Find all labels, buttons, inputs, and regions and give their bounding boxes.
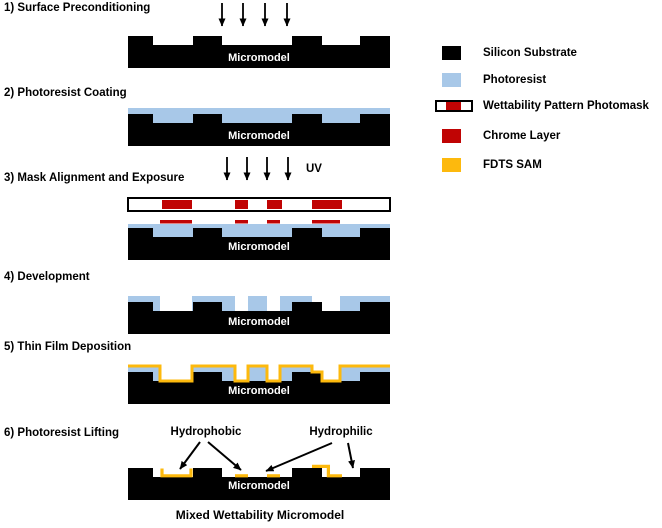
legend-label: Chrome Layer [483, 130, 561, 142]
fdts-sam-patch [160, 468, 193, 478]
step-1-title: 1) Surface Preconditioning [4, 2, 151, 14]
figure-caption: Mixed Wettability Micromodel [175, 508, 345, 522]
photoresist-segment [248, 366, 267, 381]
hydrophilic-label: Hydrophilic [309, 426, 373, 438]
hydrophilic-pointer-arrow [265, 442, 333, 472]
micromodel-label: Micromodel [228, 241, 290, 253]
step-3-title: 3) Mask Alignment and Exposure [4, 172, 185, 184]
hydrophobic-pointer-arrow [207, 441, 242, 471]
hydrophilic-pointer-arrow [347, 442, 355, 469]
micromodel-label: Micromodel [228, 52, 290, 64]
photoresist-layer [128, 224, 390, 239]
photoresist-swatch [442, 73, 461, 87]
step-2-title: 2) Photoresist Coating [4, 87, 127, 99]
legend-item-fdts-sam: FDTS SAM [435, 157, 542, 173]
step-6-photoresist-lifting [128, 441, 390, 500]
exposed-pattern-strip [160, 220, 192, 224]
micromodel-label: Micromodel [228, 480, 290, 492]
legend-label: Silicon Substrate [483, 47, 577, 59]
fdts-sam-coating [128, 364, 390, 383]
legend-item-chrome-layer: Chrome Layer [435, 128, 560, 144]
chrome-layer-swatch [442, 129, 461, 143]
step-4-title: 4) Development [4, 271, 90, 283]
photomask-chrome-block [235, 200, 248, 209]
silicon-substrate-swatch [442, 46, 461, 60]
uv-label: UV [306, 163, 322, 175]
step-3-mask-alignment-exposure [127, 157, 391, 260]
exposed-pattern-strip [235, 220, 248, 224]
legend-item-photoresist: Photoresist [435, 72, 546, 88]
fdts-sam-swatch [442, 158, 461, 172]
photomask-swatch [435, 100, 473, 112]
micromodel-label: Micromodel [228, 385, 290, 397]
step-1-surface-preconditioning [128, 3, 390, 68]
photomask-chrome-block [162, 200, 192, 209]
step-4-development [128, 296, 390, 334]
legend-item-silicon-substrate: Silicon Substrate [435, 45, 577, 61]
photomask-chrome-block [312, 200, 342, 209]
photoresist-segment [248, 296, 267, 311]
photomask-swatch-chrome [446, 102, 461, 110]
step-6-title: 6) Photoresist Lifting [4, 427, 119, 439]
legend-label: Wettability Pattern Photomask [483, 100, 649, 112]
step-5-title: 5) Thin Film Deposition [4, 341, 132, 353]
exposed-pattern-strip [267, 220, 280, 224]
legend-label: Photoresist [483, 74, 547, 86]
legend-item-photomask: Wettability Pattern Photomask [435, 98, 649, 114]
hydrophobic-label: Hydrophobic [170, 426, 242, 438]
micromodel-label: Micromodel [228, 130, 290, 142]
micromodel-label: Micromodel [228, 316, 290, 328]
photoresist-layer [128, 108, 390, 123]
exposed-pattern-strip [312, 220, 340, 224]
legend-label: FDTS SAM [483, 159, 542, 171]
photomask-chrome-block [267, 200, 282, 209]
fdts-sam-patch [312, 464, 342, 478]
step-5-thin-film-deposition [128, 364, 390, 404]
hydrophobic-pointer-arrow [179, 441, 201, 470]
step-2-photoresist-coating [128, 108, 390, 146]
